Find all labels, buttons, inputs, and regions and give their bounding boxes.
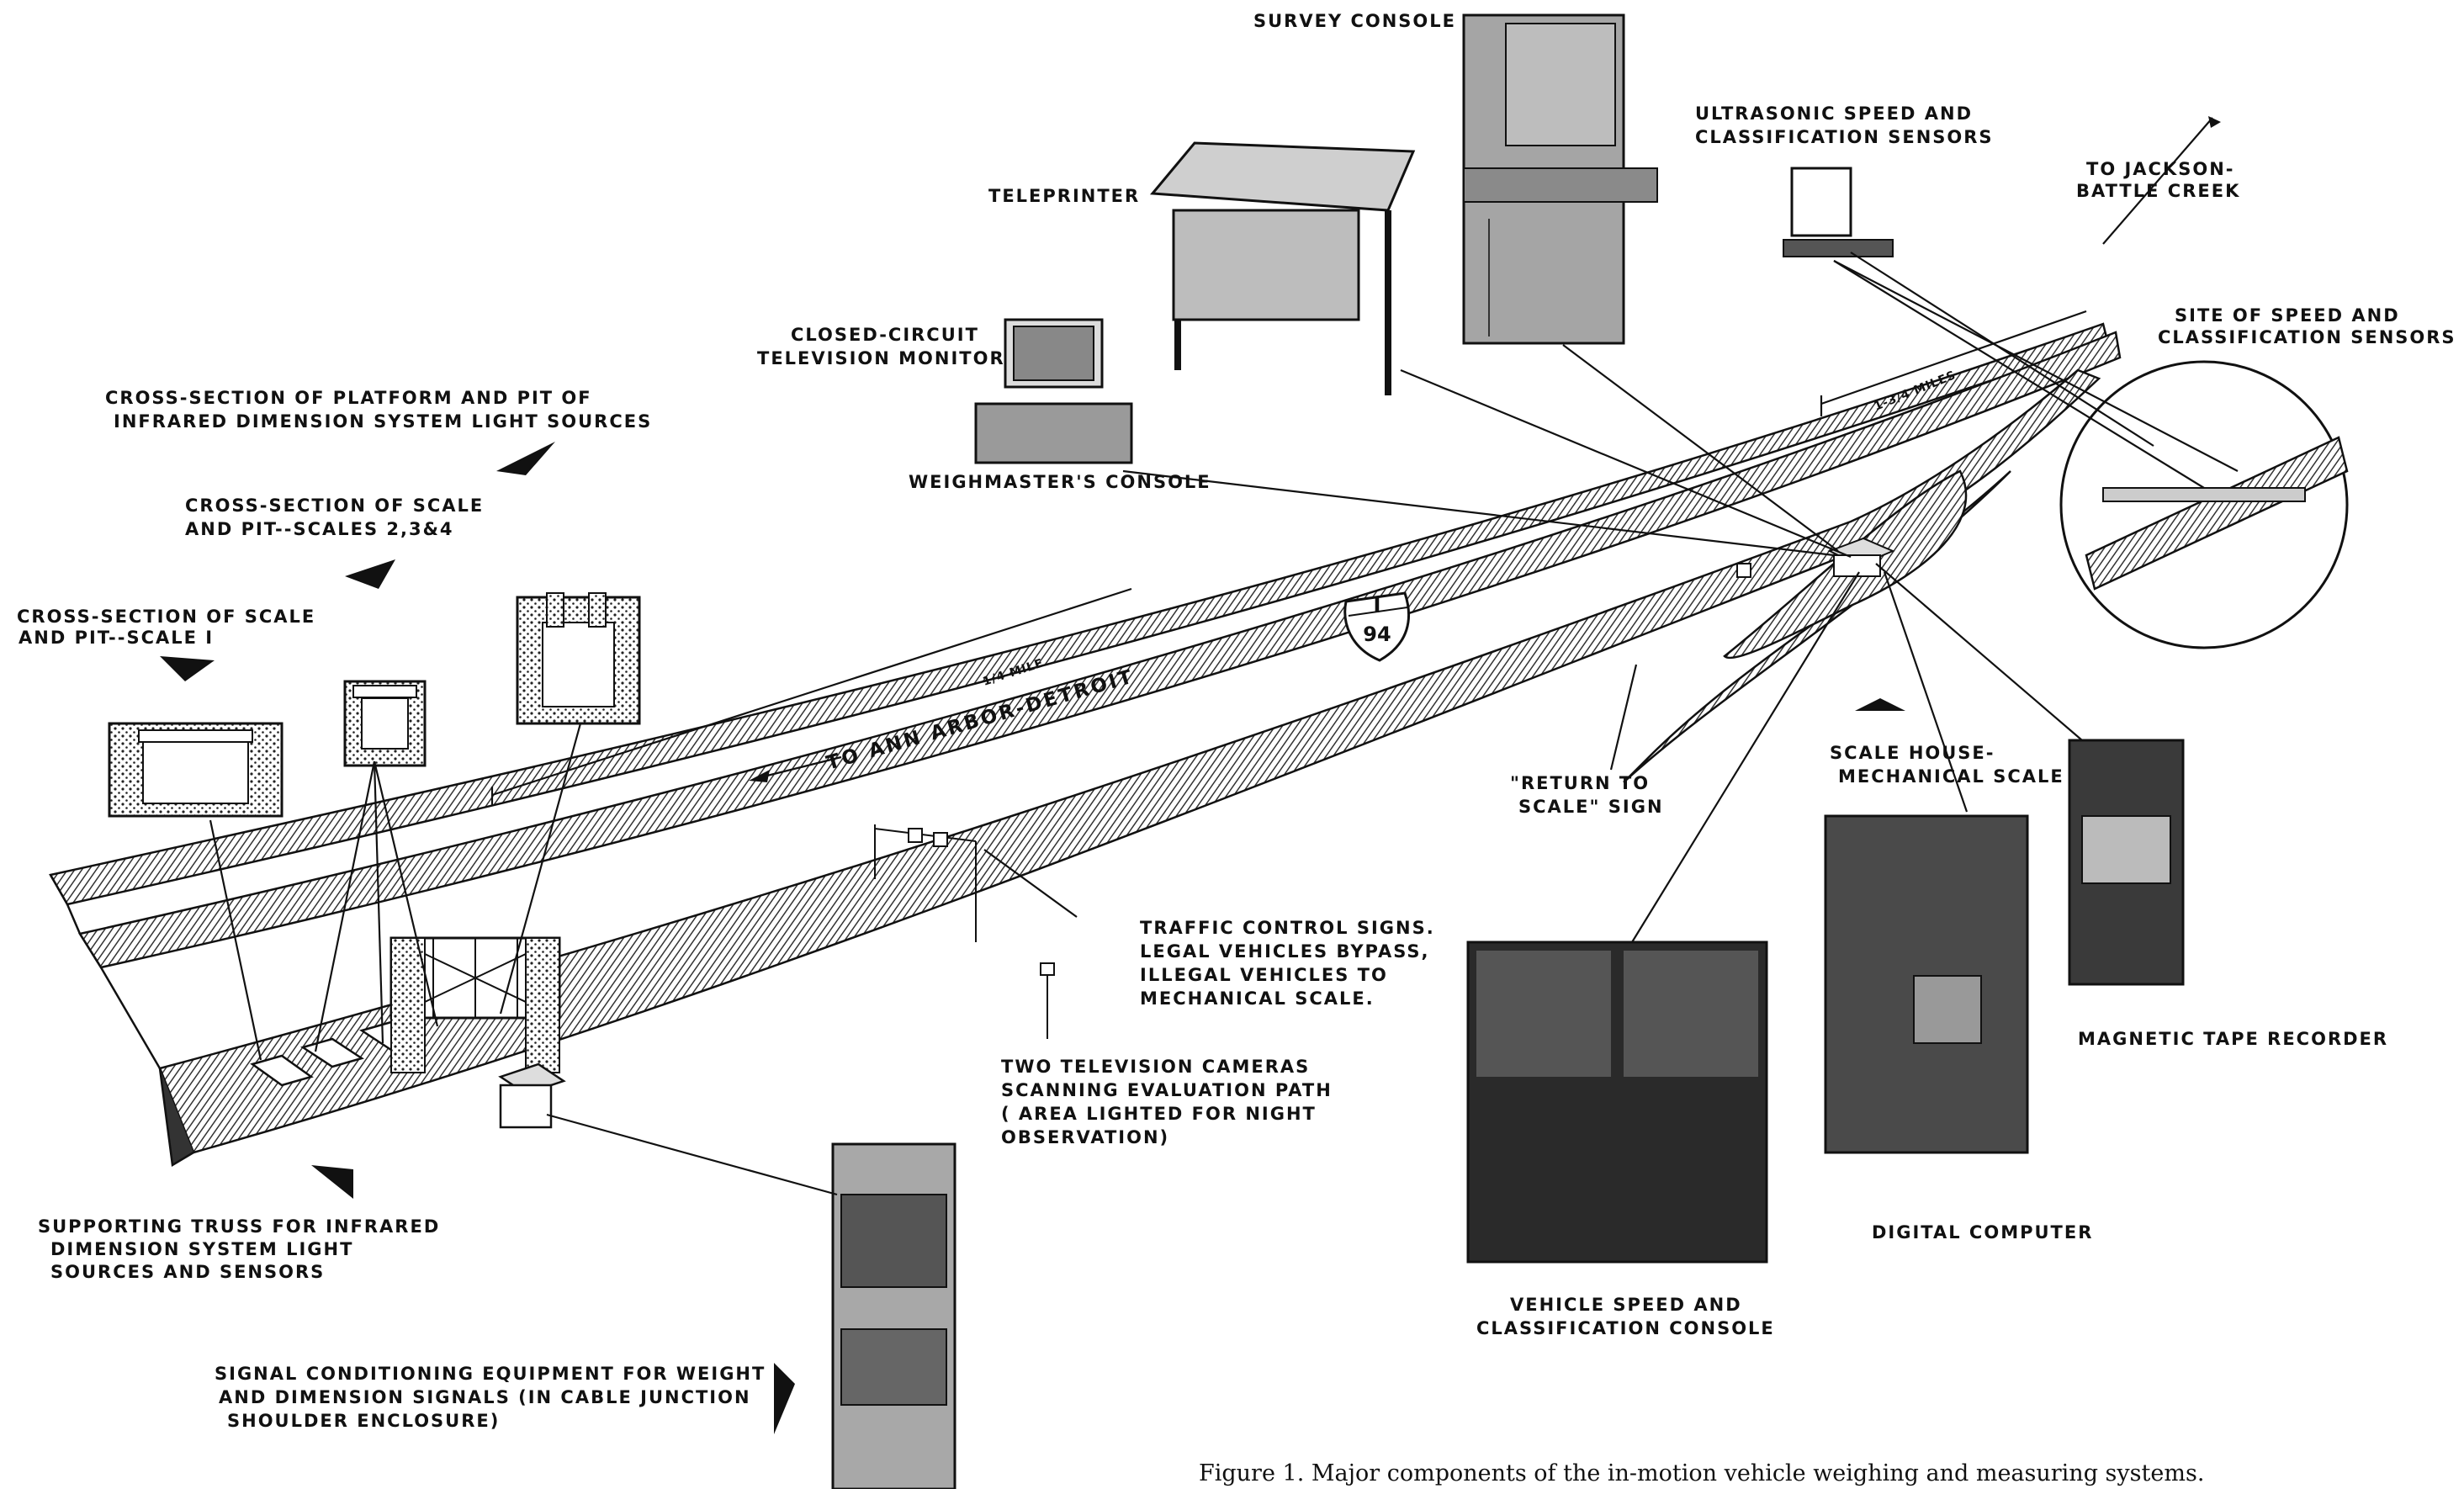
digital-computer-cabinet bbox=[1825, 816, 2027, 1153]
label-truss-line3: SOURCES AND SENSORS bbox=[50, 1262, 325, 1282]
truss-pointer bbox=[311, 1165, 353, 1199]
label-scale1-line2: AND PIT--SCALE I bbox=[19, 628, 214, 648]
signal-pointer bbox=[774, 1363, 795, 1434]
shield-route-number: 94 bbox=[1363, 623, 1391, 646]
label-vsc-line2: CLASSIFICATION CONSOLE bbox=[1476, 1318, 1775, 1338]
interstate-shield: I 94 bbox=[1345, 593, 1409, 660]
figure-caption: Figure 1. Major components of the in-mot… bbox=[1199, 1460, 2204, 1486]
label-weighmaster: WEIGHMASTER'S CONSOLE bbox=[909, 472, 1211, 492]
survey-console-cabinet bbox=[1464, 15, 1657, 343]
label-teleprinter: TELEPRINTER bbox=[988, 186, 1140, 206]
label-site-line2: CLASSIFICATION SENSORS bbox=[2158, 327, 2456, 347]
label-platform-line2: INFRARED DIMENSION SYSTEM LIGHT SOURCES bbox=[114, 411, 652, 432]
label-scales234-line2: AND PIT--SCALES 2,3&4 bbox=[185, 519, 454, 539]
label-truss-line1: SUPPORTING TRUSS FOR INFRARED bbox=[38, 1216, 440, 1237]
label-scales234-line1: CROSS-SECTION OF SCALE bbox=[185, 495, 484, 516]
label-traffic-line3: ILLEGAL VEHICLES TO bbox=[1140, 965, 1388, 985]
scales234-pointer bbox=[345, 559, 395, 589]
label-tape-recorder: MAGNETIC TAPE RECORDER bbox=[2078, 1029, 2388, 1049]
scale1-pointer bbox=[160, 656, 215, 681]
cross-section-scale-1 bbox=[109, 723, 282, 816]
label-cctv-line1: CLOSED-CIRCUIT bbox=[791, 325, 979, 345]
label-traffic-line2: LEGAL VEHICLES BYPASS, bbox=[1140, 941, 1430, 962]
label-cctv-line2: TELEVISION MONITOR bbox=[757, 348, 1005, 368]
vehicle-speed-classification-console bbox=[1468, 942, 1767, 1262]
cross-section-scales-234 bbox=[345, 681, 425, 766]
label-ultrasonic-line2: CLASSIFICATION SENSORS bbox=[1695, 127, 1994, 147]
label-jackson-line1: TO JACKSON- bbox=[2086, 159, 2235, 179]
scale-house-pointer bbox=[1855, 698, 1905, 711]
label-return-line1: "RETURN TO bbox=[1510, 773, 1650, 793]
platform-pointer bbox=[496, 442, 555, 475]
label-return-line2: SCALE" SIGN bbox=[1518, 797, 1664, 817]
label-signal-line2: AND DIMENSION SIGNALS (IN CABLE JUNCTION bbox=[219, 1387, 751, 1407]
label-scale-house-line1: SCALE HOUSE- bbox=[1830, 743, 1995, 763]
label-signal-line1: SIGNAL CONDITIONING EQUIPMENT FOR WEIGHT bbox=[215, 1364, 766, 1384]
label-cameras-line3: ( AREA LIGHTED FOR NIGHT bbox=[1001, 1104, 1317, 1124]
label-platform-line1: CROSS-SECTION OF PLATFORM AND PIT OF bbox=[105, 388, 592, 408]
teleprinter-unit bbox=[1153, 143, 1413, 395]
signal-conditioning-rack bbox=[833, 1144, 955, 1489]
label-scale-house-line2: MECHANICAL SCALE bbox=[1838, 766, 2064, 787]
shoulder-enclosure bbox=[501, 1064, 564, 1127]
label-jackson-line2: BATTLE CREEK bbox=[2076, 181, 2240, 201]
label-ultrasonic-line1: ULTRASONIC SPEED AND bbox=[1695, 103, 1973, 124]
weighmaster-console-unit bbox=[976, 404, 1131, 463]
label-survey-console: SURVEY CONSOLE bbox=[1253, 11, 1456, 31]
magnetic-tape-recorder-cabinet bbox=[2069, 740, 2183, 984]
sensor-site-inset bbox=[2061, 362, 2347, 648]
label-vsc-line1: VEHICLE SPEED AND bbox=[1510, 1295, 1742, 1315]
label-truss-line2: DIMENSION SYSTEM LIGHT bbox=[50, 1239, 353, 1259]
label-traffic-line4: MECHANICAL SCALE. bbox=[1140, 988, 1375, 1009]
ultrasonic-sensor-unit bbox=[1783, 168, 1893, 257]
cross-section-platform bbox=[517, 593, 639, 723]
label-digital-computer: DIGITAL COMPUTER bbox=[1872, 1222, 2093, 1243]
label-site-line1: SITE OF SPEED AND bbox=[2175, 305, 2400, 326]
cctv-monitor bbox=[1005, 320, 1102, 387]
label-cameras-line1: TWO TELEVISION CAMERAS bbox=[1001, 1057, 1310, 1077]
label-cameras-line4: OBSERVATION) bbox=[1001, 1127, 1169, 1147]
shield-route-letter: I bbox=[1374, 594, 1381, 617]
label-traffic-line1: TRAFFIC CONTROL SIGNS. bbox=[1140, 918, 1435, 938]
television-camera bbox=[1041, 963, 1054, 1039]
label-signal-line3: SHOULDER ENCLOSURE) bbox=[227, 1411, 500, 1431]
label-cameras-line2: SCANNING EVALUATION PATH bbox=[1001, 1080, 1333, 1100]
label-scale1-line1: CROSS-SECTION OF SCALE bbox=[17, 607, 315, 627]
